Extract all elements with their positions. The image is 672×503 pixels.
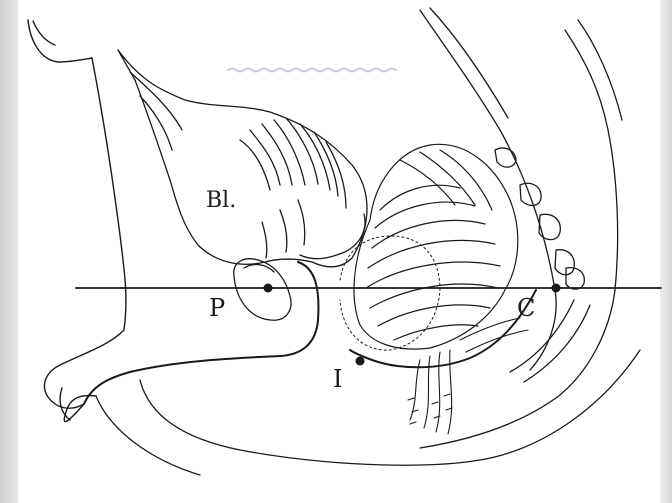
spine-sacrum (420, 8, 584, 370)
point-c-label: C (517, 296, 535, 320)
point-c-dot (552, 284, 561, 293)
point-i-dot (356, 357, 365, 366)
urethra-line (84, 262, 318, 404)
abdominal-wall-outline (28, 20, 126, 408)
point-i-label: I (333, 367, 342, 391)
perineal-tissue (408, 318, 528, 434)
faint-stamp (228, 69, 396, 72)
pubic-bone (234, 259, 291, 320)
perineum-contour (96, 350, 640, 475)
vaginal-canal (350, 290, 536, 367)
bladder-label: Bl. (206, 190, 236, 212)
point-p-label: P (209, 296, 225, 320)
uterus-outline (354, 144, 518, 349)
point-p-dot (264, 284, 273, 293)
bladder-outline (118, 50, 367, 267)
